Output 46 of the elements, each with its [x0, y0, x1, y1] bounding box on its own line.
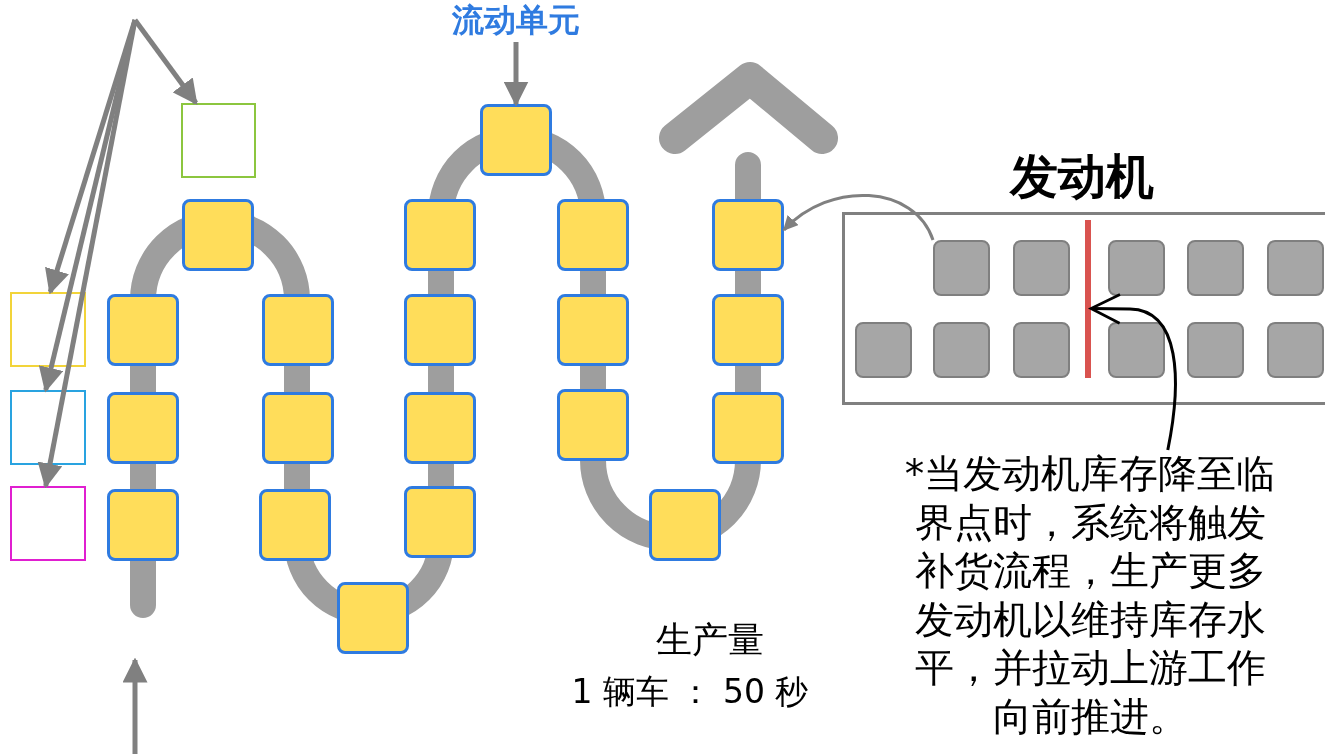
- threshold-marker: [1085, 220, 1091, 378]
- empty-slot: [181, 103, 256, 178]
- work-unit-box: [259, 489, 331, 561]
- work-unit-box: [404, 392, 476, 464]
- engine-block: [1013, 322, 1070, 378]
- curved-arrow: [782, 194, 935, 241]
- panel-heading: 发动机: [1010, 147, 1154, 206]
- cell-title: 流动单元: [406, 0, 626, 42]
- engine-block: [1187, 322, 1244, 378]
- empty-slot: [10, 390, 86, 465]
- work-unit-box: [712, 392, 784, 464]
- throughput-heading: 生产量: [655, 618, 765, 662]
- engine-block: [855, 322, 912, 378]
- engine-block: [1267, 240, 1324, 296]
- work-unit-box: [107, 294, 179, 366]
- engine-block: [1013, 240, 1070, 296]
- engine-block: [1187, 240, 1244, 296]
- note-text: *当发动机库存降至临界点时，系统将触发补货流程，生产更多发动机以维持库存水平，并拉动上游工作向前推进。: [903, 450, 1277, 750]
- work-unit-box: [404, 199, 476, 271]
- work-unit-box: [712, 199, 784, 271]
- work-unit-box: [404, 486, 476, 558]
- engine-block: [1108, 240, 1165, 296]
- work-unit-box: [262, 294, 334, 366]
- curved-arrow: [1089, 293, 1177, 451]
- work-unit-box: [649, 489, 721, 561]
- work-unit-box: [480, 104, 552, 176]
- work-unit-box: [337, 582, 409, 654]
- work-unit-box: [557, 389, 629, 461]
- work-unit-box: [557, 199, 629, 271]
- work-unit-box: [107, 489, 179, 561]
- arrow: [503, 42, 529, 107]
- work-unit-box: [557, 294, 629, 366]
- work-unit-box: [262, 392, 334, 464]
- work-unit-box: [404, 294, 476, 366]
- empty-slot: [10, 486, 86, 561]
- work-unit-box: [107, 392, 179, 464]
- throughput-rate: 1 辆车 ： 50 秒: [570, 671, 810, 713]
- work-unit-box: [182, 199, 254, 271]
- engine-block: [933, 322, 990, 378]
- engine-block: [933, 240, 990, 296]
- work-unit-box: [712, 294, 784, 366]
- engine-block: [1108, 322, 1165, 378]
- engine-block: [1267, 322, 1324, 378]
- arrow: [37, 19, 138, 489]
- arrow: [133, 18, 198, 105]
- empty-slot: [10, 292, 86, 367]
